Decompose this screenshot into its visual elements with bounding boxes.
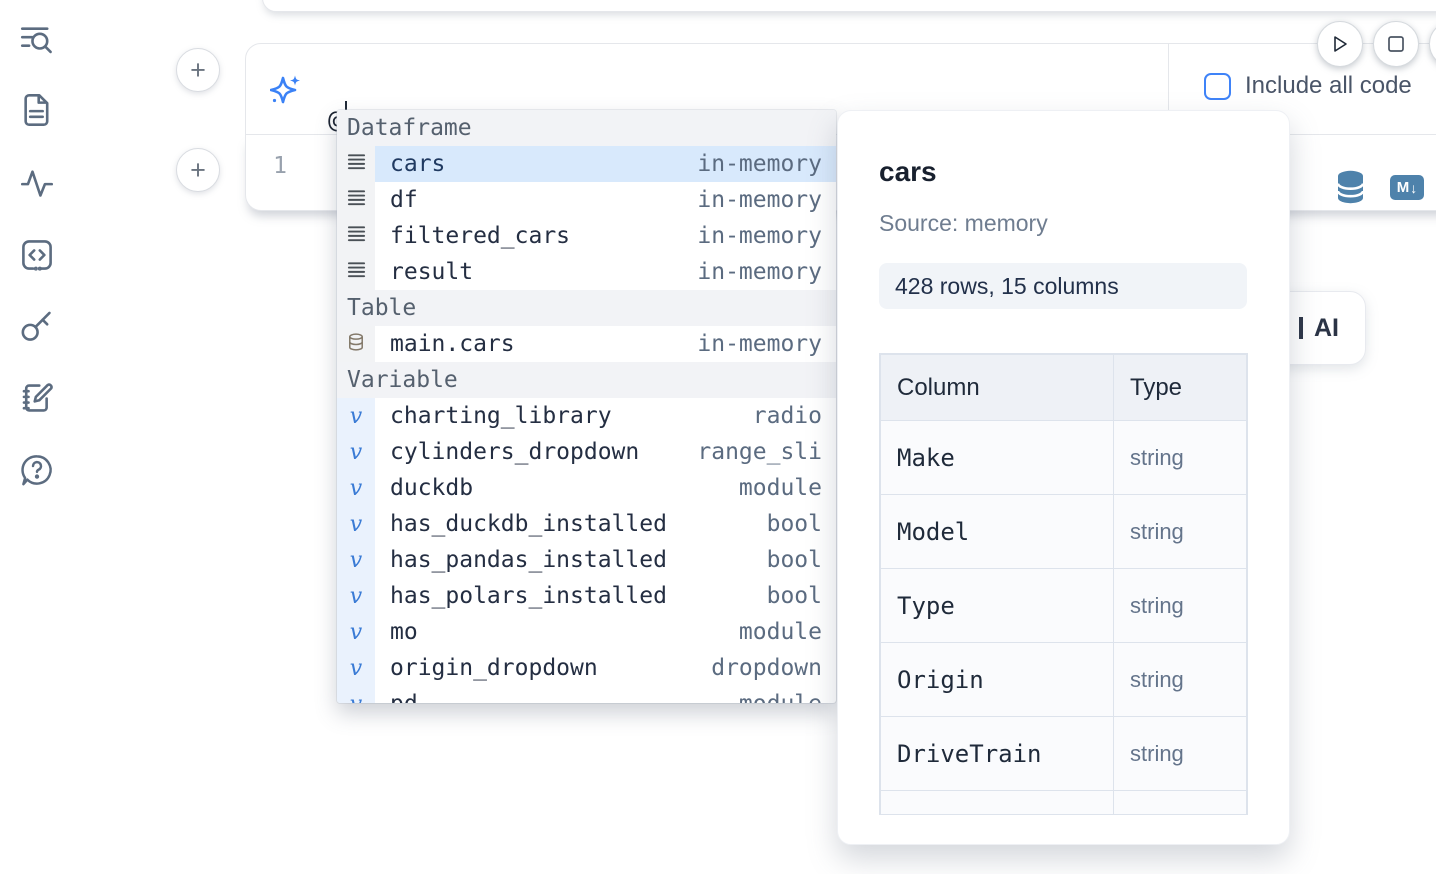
variable-icon: v xyxy=(349,512,363,537)
dataframe-icon xyxy=(347,262,365,278)
dataframe-preview-panel: cars Source: memory 428 rows, 15 columns… xyxy=(837,110,1290,845)
clipped-letter-stem xyxy=(1299,317,1303,339)
previous-cell-edge xyxy=(262,0,1436,12)
preview-source: Source: memory xyxy=(879,210,1048,236)
variable-icon: v xyxy=(349,440,363,465)
sidebar xyxy=(0,0,70,874)
code-snippet-icon[interactable] xyxy=(20,238,54,272)
add-cell-below-button[interactable]: + xyxy=(176,148,220,192)
ai-card-label: AI xyxy=(1314,313,1339,342)
database-icon[interactable] xyxy=(1336,170,1365,204)
preview-shape-badge: 428 rows, 15 columns xyxy=(879,263,1247,309)
dataframe-icon xyxy=(347,190,365,206)
table-database-icon xyxy=(349,333,363,351)
preview-schema-table: Column Type Make string Model string Typ… xyxy=(879,353,1248,815)
schema-row: Type string xyxy=(880,568,1247,643)
dataframe-icon xyxy=(347,154,365,170)
autocomplete-section-header: Dataframe xyxy=(337,110,836,146)
markdown-arrow: ↓ xyxy=(1410,179,1418,196)
type-header: Type xyxy=(1113,354,1247,421)
help-chat-icon[interactable] xyxy=(20,453,54,487)
autocomplete-section-header: Table xyxy=(337,290,836,326)
include-all-code-checkbox[interactable] xyxy=(1204,72,1231,100)
activity-icon[interactable] xyxy=(20,166,54,200)
sparkles-icon xyxy=(270,75,300,104)
variable-icon: v xyxy=(349,584,363,609)
autocomplete-section-header: Variable xyxy=(337,362,836,398)
variable-icon: v xyxy=(349,656,363,681)
file-icon[interactable] xyxy=(20,93,54,127)
autocomplete-item[interactable]: v pdmodule xyxy=(337,686,836,703)
schema-header-row: Column Type xyxy=(880,354,1247,421)
add-cell-above-button[interactable]: + xyxy=(176,48,220,92)
notebook-pen-icon[interactable] xyxy=(20,381,54,415)
run-cell-button[interactable] xyxy=(1317,21,1363,67)
play-icon xyxy=(1334,36,1347,52)
schema-row: Make string xyxy=(880,420,1247,495)
schema-row xyxy=(880,790,1247,814)
dataframe-icon xyxy=(347,226,365,242)
variable-icon: v xyxy=(349,548,363,573)
variable-icon: v xyxy=(349,476,363,501)
column-header: Column xyxy=(880,354,1114,421)
preview-title: cars xyxy=(879,156,937,187)
line-number: 1 xyxy=(273,153,287,179)
markdown-m: M xyxy=(1396,179,1410,196)
include-all-code-label[interactable]: Include all code xyxy=(1245,72,1412,99)
panel-divider xyxy=(1168,44,1169,135)
stop-icon xyxy=(1388,36,1404,52)
schema-row: Model string xyxy=(880,494,1247,569)
schema-row: Origin string xyxy=(880,642,1247,717)
markdown-icon[interactable]: M↓ xyxy=(1390,175,1424,200)
key-icon[interactable] xyxy=(20,309,54,343)
variable-icon: v xyxy=(349,620,363,645)
toc-search-icon[interactable] xyxy=(20,23,54,57)
schema-row: DriveTrain string xyxy=(880,716,1247,791)
variable-icon: v xyxy=(350,692,362,704)
stop-button[interactable] xyxy=(1373,21,1419,67)
variable-icon: v xyxy=(349,404,363,429)
